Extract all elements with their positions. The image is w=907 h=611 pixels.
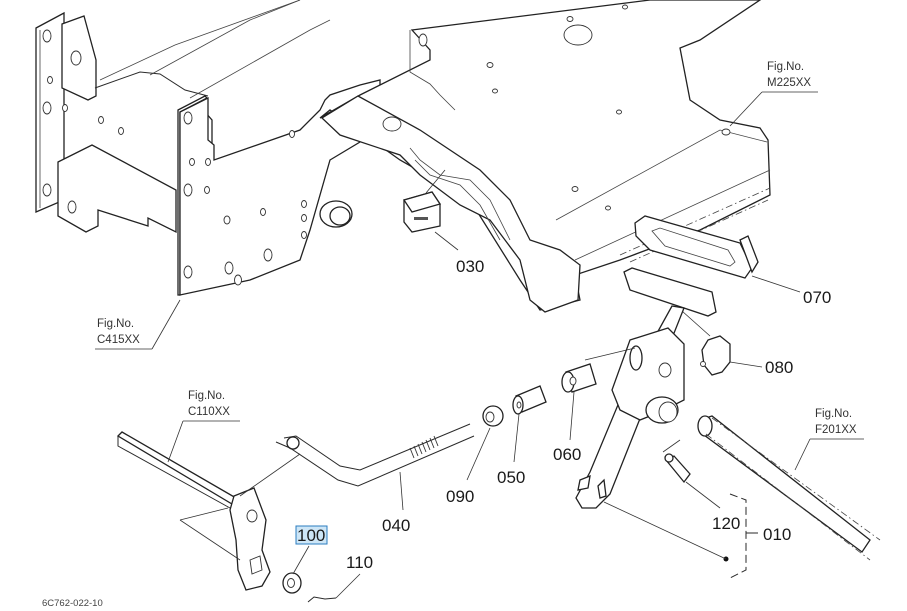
part-090-nut[interactable] (482, 405, 504, 427)
part-040-rod[interactable] (275, 423, 475, 487)
figref-code[interactable]: C110XX (188, 406, 230, 418)
callout-070[interactable]: 070 (803, 288, 831, 307)
callout-110[interactable]: 110 (346, 553, 373, 572)
selection-highlight (295, 525, 328, 545)
part-shaft-f201xx (697, 415, 881, 561)
callout-090[interactable]: 090 (446, 487, 474, 506)
figref-code[interactable]: C415XX (97, 334, 140, 346)
callout-050[interactable]: 050 (497, 468, 525, 487)
callout-100[interactable]: 100 (297, 526, 325, 545)
figref-prefix: Fig.No. (815, 408, 852, 420)
figref-m225xx[interactable]: Fig.No. M225XX (729, 61, 818, 127)
figref-prefix: Fig.No. (97, 318, 134, 330)
part-110-pin[interactable] (307, 596, 337, 603)
callout-120[interactable]: 120 (712, 514, 740, 533)
frame-left-bracket (35, 0, 381, 296)
callout-010[interactable]: 010 (763, 525, 791, 544)
callout-080[interactable]: 080 (765, 358, 793, 377)
part-070-pedal-pad[interactable] (634, 215, 759, 279)
part-060-pin[interactable] (561, 363, 597, 393)
figref-c110xx[interactable]: Fig.No. C110XX (167, 390, 240, 463)
figref-prefix: Fig.No. (767, 61, 804, 73)
figref-code[interactable]: F201XX (815, 424, 857, 436)
callout-100-selected[interactable]: 100 (295, 525, 328, 545)
part-120-grease-fitting[interactable] (664, 453, 691, 484)
callout-030[interactable]: 030 (456, 257, 484, 276)
part-080-clip[interactable] (700, 335, 731, 376)
part-shaft-c110xx (116, 431, 271, 591)
part-100-washer[interactable] (282, 572, 302, 594)
figref-code[interactable]: M225XX (767, 77, 811, 89)
figref-c415xx[interactable]: Fig.No. C415XX (95, 299, 181, 350)
part-010-pedal-arm[interactable] (575, 305, 685, 509)
callout-060[interactable]: 060 (553, 445, 581, 464)
group-bracket-010 (603, 493, 758, 579)
callout-040[interactable]: 040 (382, 516, 410, 535)
part-030-stopper[interactable] (402, 191, 442, 233)
drawing-number: 6C762-022-10 (42, 598, 103, 609)
figref-prefix: Fig.No. (188, 390, 225, 402)
part-050-collar[interactable] (512, 385, 547, 415)
part-pedal-plate (623, 267, 717, 317)
figref-f201xx[interactable]: Fig.No. F201XX (794, 408, 864, 471)
